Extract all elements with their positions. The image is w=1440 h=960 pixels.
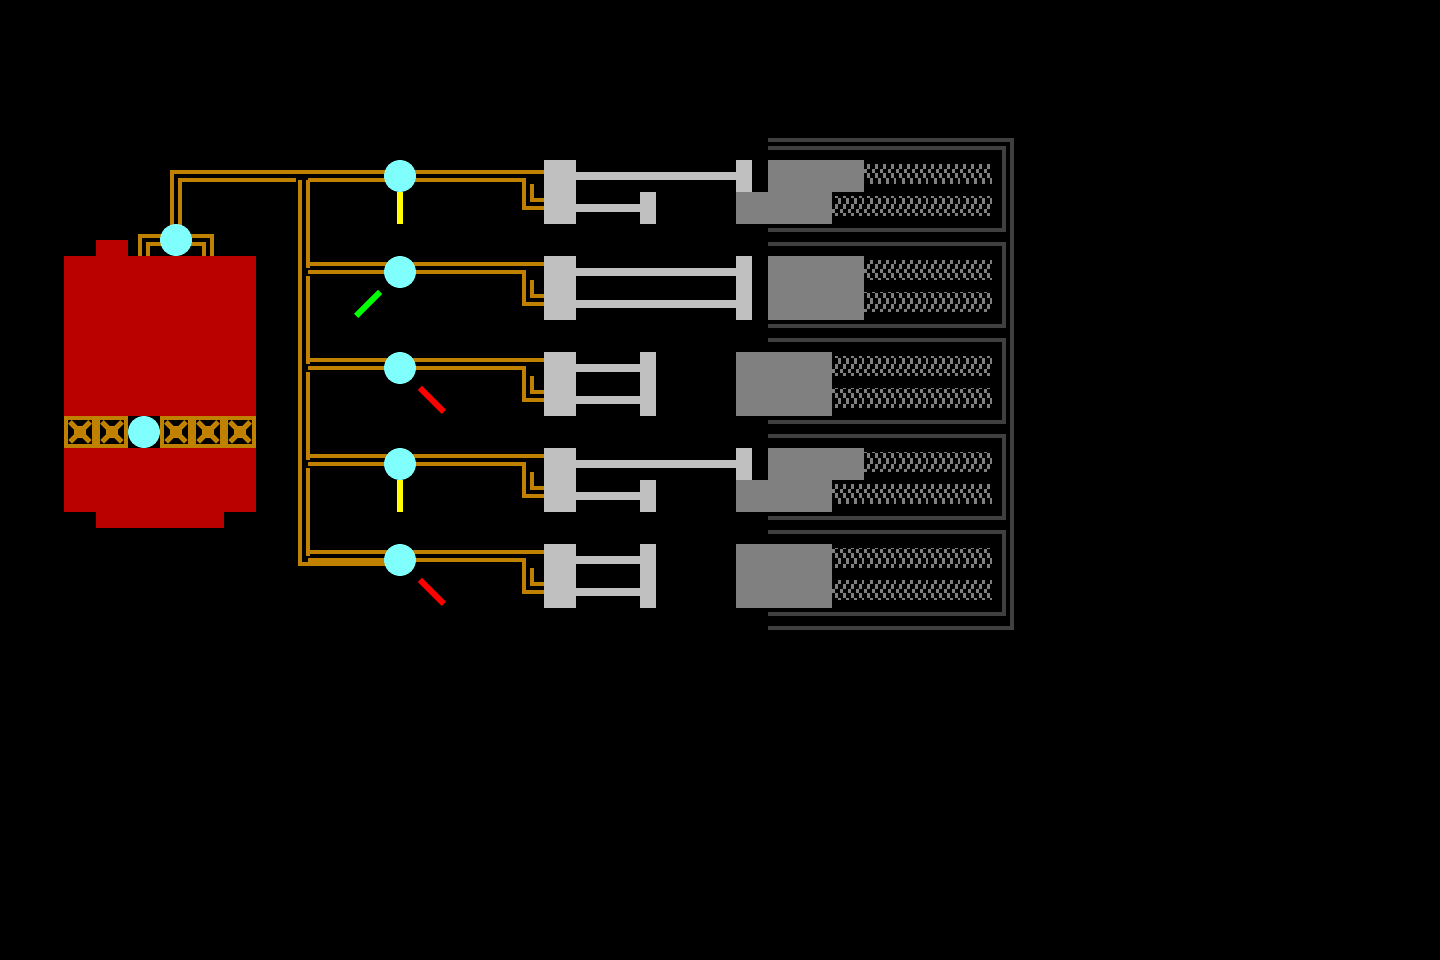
frame-bay-right: [1002, 146, 1006, 232]
tank-outlet-pipe: [138, 170, 520, 256]
machine-row-2: [306, 256, 992, 364]
frame-bay-top: [768, 146, 1006, 150]
piston-rod-bottom: [576, 588, 640, 596]
sliding-block: [768, 256, 864, 320]
sliding-block: [736, 352, 832, 416]
frame-bay-bottom: [768, 612, 1006, 616]
piston-rod-top: [576, 172, 736, 180]
pressure-tank: [64, 240, 256, 528]
piston: [544, 448, 752, 512]
frame-bay-right: [1002, 242, 1006, 328]
spring-bottom: [832, 388, 992, 408]
machine-row-3: [306, 352, 992, 460]
spring-top: [832, 548, 992, 568]
vent-icon: [68, 420, 92, 444]
piston-rod-top: [576, 460, 736, 468]
sliding-block: [736, 544, 832, 608]
valve-node[interactable]: [384, 160, 416, 192]
frame-bay-top: [768, 242, 1006, 246]
sliding-block: [736, 160, 864, 224]
piston-head-top: [736, 160, 752, 192]
frame-top-outer: [768, 138, 1014, 142]
lever-closed[interactable]: [417, 385, 447, 415]
frame-bay-top: [768, 338, 1006, 342]
valve-node[interactable]: [384, 544, 416, 576]
spring-top: [864, 452, 992, 472]
piston-head: [640, 544, 656, 608]
sliding-block: [736, 448, 864, 512]
piston-cylinder: [544, 544, 576, 608]
piston-head-bottom: [640, 480, 656, 512]
piston-rod-bottom: [576, 492, 640, 500]
spring-top: [832, 356, 992, 376]
piston-head: [736, 256, 752, 320]
frame-bay-bottom: [768, 516, 1006, 520]
piston-rod-top: [576, 268, 736, 276]
frame-bay-top: [768, 434, 1006, 438]
piston: [544, 160, 752, 224]
spring-bottom: [864, 292, 992, 312]
vent-icon: [100, 420, 124, 444]
tank-outlet-valve[interactable]: [160, 224, 192, 256]
frame-right-outer: [1010, 138, 1014, 630]
piston-rod-bottom: [576, 204, 640, 212]
tank-body: [64, 256, 256, 512]
spring-bottom: [832, 580, 992, 600]
piston-rod-top: [576, 556, 640, 564]
lever-open[interactable]: [353, 289, 383, 319]
frame-bay-bottom: [768, 324, 1006, 328]
valve-node[interactable]: [384, 256, 416, 288]
piston-cylinder: [544, 448, 576, 512]
frame-bay-right: [1002, 530, 1006, 616]
piston-head: [640, 352, 656, 416]
vent-icon: [228, 420, 252, 444]
spring-top: [864, 260, 992, 280]
frame-bay-right: [1002, 434, 1006, 520]
piston-head-top: [736, 448, 752, 480]
frame-bay-bottom: [768, 420, 1006, 424]
vent-icon: [196, 420, 220, 444]
spring-bottom: [832, 484, 992, 504]
piston-cylinder: [544, 352, 576, 416]
piston: [544, 256, 752, 320]
row-pipe: [306, 454, 544, 556]
frame-bay-top: [768, 530, 1006, 534]
piston-rod-top: [576, 364, 640, 372]
row-pipe: [306, 262, 544, 364]
piston-rod-bottom: [576, 396, 640, 404]
valve-node[interactable]: [384, 448, 416, 480]
valve-node[interactable]: [384, 352, 416, 384]
block-frame: [768, 138, 1014, 630]
machine-row-4: [306, 448, 992, 556]
lever-closed[interactable]: [417, 577, 447, 607]
piston-cylinder: [544, 160, 576, 224]
tank-gauge-node[interactable]: [128, 416, 160, 448]
row-pipe: [306, 170, 544, 268]
frame-bay-bottom: [768, 228, 1006, 232]
machine-row-1: [306, 160, 992, 268]
piston-cylinder: [544, 256, 576, 320]
piston: [544, 352, 656, 416]
vent-icon: [164, 420, 188, 444]
frame-bay-right: [1002, 338, 1006, 424]
tank-cap: [96, 240, 128, 256]
frame-bottom-outer: [768, 626, 1014, 630]
tank-base: [96, 512, 224, 528]
row-pipe: [306, 358, 544, 460]
spring-top: [864, 164, 992, 184]
piston-head-bottom: [640, 192, 656, 224]
spring-bottom: [832, 196, 992, 216]
piston-rod-bottom: [576, 300, 736, 308]
piston: [544, 544, 656, 608]
machine-row-5: [308, 544, 992, 608]
